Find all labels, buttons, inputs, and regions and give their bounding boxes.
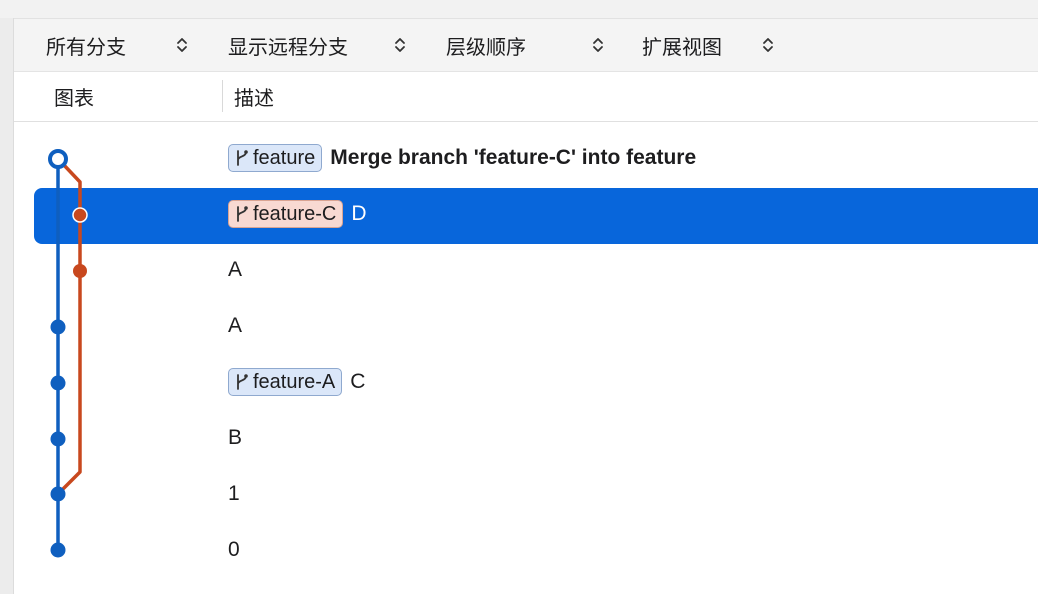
commit-node bbox=[50, 486, 66, 502]
branch-icon bbox=[237, 150, 248, 166]
branch-tag-label: feature bbox=[253, 146, 316, 169]
commit-node bbox=[50, 319, 66, 335]
window-top-strip bbox=[0, 0, 1038, 19]
commit-message: B bbox=[228, 426, 243, 449]
branch-tag[interactable]: feature bbox=[228, 144, 323, 172]
commit-message: A bbox=[228, 314, 243, 337]
branch-filter-dropdown[interactable]: 所有分支 bbox=[46, 19, 187, 71]
description-column-header[interactable]: 描述 bbox=[234, 88, 274, 110]
branch-filter-label: 所有分支 bbox=[46, 36, 126, 59]
view-dropdown[interactable]: 扩展视图 bbox=[642, 19, 773, 71]
remote-branches-dropdown[interactable]: 显示远程分支 bbox=[228, 19, 405, 71]
commit-message: 0 bbox=[228, 538, 240, 561]
commit-message: C bbox=[350, 370, 366, 393]
commit-node bbox=[50, 375, 66, 391]
feature-c-branch-line bbox=[60, 161, 82, 492]
commit-node bbox=[50, 542, 66, 558]
view-label: 扩展视图 bbox=[642, 36, 722, 59]
table-header: 图表 描述 bbox=[14, 72, 1038, 122]
remote-branches-label: 显示远程分支 bbox=[228, 36, 348, 59]
branch-tag-label: feature-A bbox=[253, 370, 336, 393]
selected-row-highlight bbox=[34, 188, 1038, 244]
commit-graph bbox=[48, 149, 88, 558]
commit-row[interactable]: A bbox=[228, 242, 242, 298]
commit-row[interactable]: 0 bbox=[228, 522, 240, 578]
commit-node bbox=[50, 431, 66, 447]
commit-message: D bbox=[351, 202, 367, 225]
sidebar-edge bbox=[0, 18, 14, 594]
commit-row-selected[interactable]: feature-C D bbox=[228, 186, 367, 242]
commit-message: A bbox=[228, 258, 243, 281]
up-down-chevron-icon bbox=[592, 19, 604, 71]
commit-node bbox=[73, 264, 87, 278]
commit-row[interactable]: A bbox=[228, 298, 242, 354]
toolbar: 所有分支 显示远程分支 层级顺序 扩展视图 bbox=[14, 19, 1038, 72]
branch-icon bbox=[237, 206, 248, 222]
order-dropdown[interactable]: 层级顺序 bbox=[446, 19, 603, 71]
commit-row[interactable]: feature Merge branch 'feature-C' into fe… bbox=[228, 130, 696, 186]
up-down-chevron-icon bbox=[762, 19, 774, 71]
column-divider[interactable] bbox=[222, 80, 223, 112]
commit-row[interactable]: B bbox=[228, 410, 242, 466]
branch-tag[interactable]: feature-C bbox=[228, 200, 344, 228]
branch-icon bbox=[237, 374, 248, 390]
commit-message: Merge branch 'feature-C' into feature bbox=[330, 146, 697, 169]
commit-message: 1 bbox=[228, 482, 240, 505]
up-down-chevron-icon bbox=[176, 19, 188, 71]
up-down-chevron-icon bbox=[394, 19, 406, 71]
order-label: 层级顺序 bbox=[446, 36, 526, 59]
commit-row[interactable]: feature-A C bbox=[228, 354, 365, 410]
branch-tag-label: feature-C bbox=[253, 202, 337, 225]
branch-tag[interactable]: feature-A bbox=[228, 368, 343, 396]
commit-node bbox=[72, 207, 88, 223]
merge-commit-node bbox=[48, 149, 68, 169]
commit-row[interactable]: 1 bbox=[228, 466, 240, 522]
graph-column-header[interactable]: 图表 bbox=[54, 88, 94, 110]
